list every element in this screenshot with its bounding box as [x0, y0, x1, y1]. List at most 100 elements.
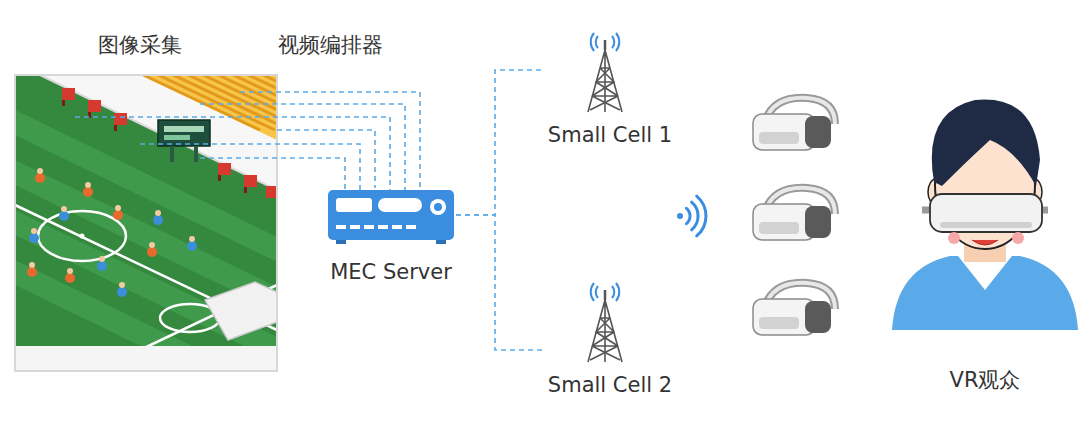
cell-tower-part	[588, 300, 622, 362]
viewer-figure-part	[948, 232, 960, 244]
node-label: 图像采集	[40, 33, 240, 57]
stadium-capture: 图像采集	[15, 75, 277, 371]
viewer-figure	[892, 100, 1078, 331]
antenna-signal-part	[612, 286, 614, 298]
antenna-signal	[591, 283, 620, 301]
stadium-illustration-part-part-part-part	[153, 215, 163, 225]
stadium-illustration-part-part-part	[88, 100, 101, 112]
server-device-part	[430, 199, 446, 215]
dashed-link	[456, 215, 545, 350]
vr-headset	[753, 98, 835, 150]
cell-tower-part	[590, 318, 620, 360]
stadium-illustration-part-part	[158, 120, 210, 146]
stadium-illustration-part-part-part-part	[155, 210, 161, 216]
stadium-illustration-part-part-part	[27, 173, 157, 283]
antenna-signal-part	[596, 36, 598, 48]
antenna-signal-part	[596, 286, 598, 298]
stadium-illustration-part-part-part	[29, 211, 197, 297]
stadium-illustration-part-part-part-part	[27, 267, 37, 277]
stadium-illustration-part-part-part-part	[113, 210, 123, 220]
server-device-part-part	[392, 225, 402, 229]
server-device-part	[336, 240, 346, 244]
stadium-illustration-part-part-part-part	[35, 173, 45, 183]
stadium-illustration-part-part-part	[62, 100, 65, 106]
dashed-link	[456, 70, 545, 215]
camera-feed-lines-part	[140, 144, 360, 190]
viewer-figure-part	[932, 100, 1040, 187]
wireless-symbol	[677, 196, 706, 236]
stadium-illustration-part-part-part	[114, 113, 127, 125]
antenna-signal-part	[591, 33, 594, 51]
stadium-illustration-part-part	[170, 146, 174, 162]
stadium-illustration-part-part-part	[225, 75, 277, 130]
stadium-illustration-part-part	[27, 168, 197, 297]
stadium-illustration-part-part-part	[270, 75, 277, 130]
wireless-symbol-part	[677, 213, 683, 219]
stadium-illustration-part-part-part-part	[37, 168, 43, 174]
stadium-illustration-part-part-part-part	[31, 228, 37, 234]
antenna-signal	[591, 33, 620, 51]
viewer-figure-part	[892, 256, 1078, 330]
node-label: Small Cell 2	[510, 373, 710, 397]
stadium-illustration-part-part-part	[62, 88, 75, 100]
stadium-illustration-part-part-part-part	[189, 236, 195, 242]
stadium-illustration-part	[15, 75, 277, 371]
node-label: MEC Server	[291, 260, 491, 284]
node-label: Small Cell 1	[510, 123, 710, 147]
server-device-part	[434, 203, 442, 211]
cell-tower-part	[588, 50, 622, 112]
small-cell: Small Cell 2	[545, 285, 665, 365]
server-device-part	[336, 225, 416, 229]
stadium-illustration-part-part-part	[218, 163, 231, 175]
wireless-symbol-part	[686, 208, 690, 223]
camera-feed-lines-part	[240, 92, 420, 190]
server-device-part-part	[336, 225, 346, 229]
stadium-illustration-part-part	[15, 346, 277, 371]
stadium-illustration-part-part-part-part	[115, 205, 121, 211]
stadium-illustration-part-part-part-part	[29, 233, 39, 243]
small-cell: Small Cell 1	[545, 35, 665, 115]
vr-viewer: VR观众	[895, 90, 1075, 330]
component-label: 视频编排器	[230, 33, 430, 57]
stadium-illustration-part	[15, 75, 277, 371]
stadium-illustration-part-part-part-part	[65, 273, 75, 283]
wireless-symbol-part	[692, 202, 698, 230]
stadium-illustration-part-part-part	[266, 186, 277, 198]
stadium-illustration-part-part-part-part	[187, 241, 197, 251]
antenna-signal-part	[616, 283, 619, 301]
viewer-figure-part	[1012, 232, 1024, 244]
stadium-illustration-part-part-part-part	[59, 211, 69, 221]
server-device-part-part	[378, 225, 388, 229]
stadium-illustration-part-part	[62, 100, 247, 193]
server-device-part	[336, 198, 372, 212]
dashed-link	[277, 130, 375, 188]
stadium-illustration-part-part-part	[218, 175, 221, 181]
stadium-illustration-part-part-part-part	[61, 206, 67, 212]
server-device-part-part	[350, 225, 360, 229]
stadium-illustration-part-part-part-part	[97, 261, 107, 271]
server-device-part	[328, 190, 454, 240]
stadium-illustration-part-part-part	[29, 168, 195, 288]
vr-headset	[753, 188, 835, 240]
viewer-figure-part	[930, 194, 1042, 232]
stadium-illustration-part-part-part	[244, 175, 257, 187]
antenna-signal-part	[616, 33, 619, 51]
stadium-illustration-part-part-part-part	[67, 268, 73, 274]
server-device	[328, 190, 454, 244]
wireless-symbol-part	[697, 196, 706, 236]
viewer-figure-part	[940, 222, 1032, 228]
stadium-illustration-part-part-part-part	[83, 187, 93, 197]
antenna-signal-part	[591, 283, 594, 301]
stadium-illustration-part-part-part-part	[149, 242, 155, 248]
stadium-illustration-part-part	[62, 88, 277, 198]
stadium-illustration-part-part-part-part	[29, 262, 35, 268]
stadium-illustration-part-part-part-part	[99, 256, 105, 262]
server-device-part-part	[364, 225, 374, 229]
stadium-illustration-part-part-part-part	[117, 287, 127, 297]
stadium-illustration-part-part	[80, 234, 85, 239]
camera-feed-lines-part	[75, 117, 390, 190]
cell-tower-part	[590, 68, 620, 110]
